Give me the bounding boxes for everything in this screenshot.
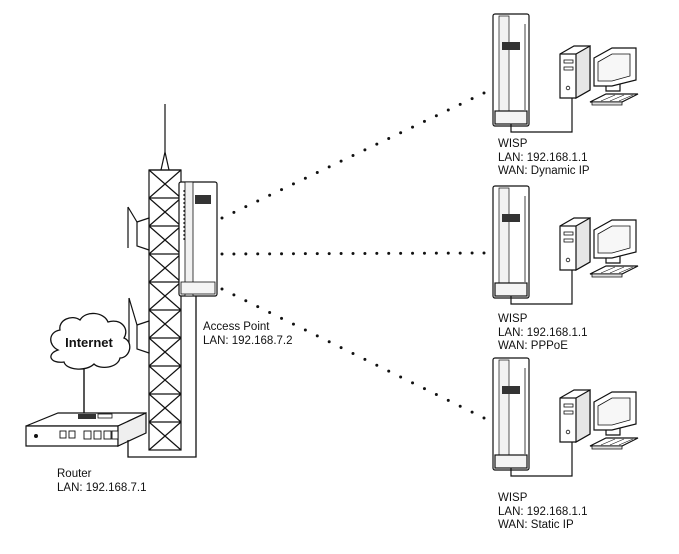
tower-icon bbox=[127, 104, 182, 451]
wisp-station-pppoe bbox=[492, 185, 639, 305]
client-title: WISP bbox=[498, 492, 528, 504]
wireless-link-static-ip bbox=[220, 287, 486, 420]
client-label-static-ip: WISP LAN: 192.168.1.1 WAN: Static IP bbox=[498, 492, 588, 533]
client-label-dynamic-ip: WISP LAN: 192.168.1.1 WAN: Dynamic IP bbox=[498, 138, 590, 179]
access-point-label: Access Point LAN: 192.168.7.2 bbox=[203, 321, 293, 348]
client-title: WISP bbox=[498, 313, 528, 325]
wireless-link-pppoe bbox=[220, 251, 486, 256]
internet-cloud-icon bbox=[50, 312, 131, 370]
internet-label: Internet bbox=[65, 335, 113, 350]
client-lan: LAN: 192.168.1.1 bbox=[498, 326, 588, 339]
access-point-lan: LAN: 192.168.7.2 bbox=[203, 334, 293, 347]
wireless-link-dynamic-ip bbox=[220, 91, 486, 220]
router-label: Router LAN: 192.168.7.1 bbox=[57, 468, 147, 495]
client-wan: WAN: PPPoE bbox=[498, 340, 568, 352]
access-point-title: Access Point bbox=[203, 321, 270, 333]
client-wan: WAN: Static IP bbox=[498, 519, 574, 531]
router-title: Router bbox=[57, 468, 92, 480]
client-label-pppoe: WISP LAN: 192.168.1.1 WAN: PPPoE bbox=[498, 313, 588, 354]
client-title: WISP bbox=[498, 138, 528, 150]
router-ap-cable bbox=[127, 296, 197, 458]
router-lan: LAN: 192.168.7.1 bbox=[57, 481, 147, 494]
wisp-station-dynamic-ip bbox=[492, 13, 639, 133]
client-lan: LAN: 192.168.1.1 bbox=[498, 151, 588, 164]
client-wan: WAN: Dynamic IP bbox=[498, 165, 590, 177]
wireless-links bbox=[220, 91, 486, 420]
wisp-station-static-ip bbox=[492, 357, 639, 477]
router-device-icon bbox=[25, 412, 147, 447]
client-lan: LAN: 192.168.1.1 bbox=[498, 505, 588, 518]
access-point-device-icon bbox=[178, 181, 218, 297]
